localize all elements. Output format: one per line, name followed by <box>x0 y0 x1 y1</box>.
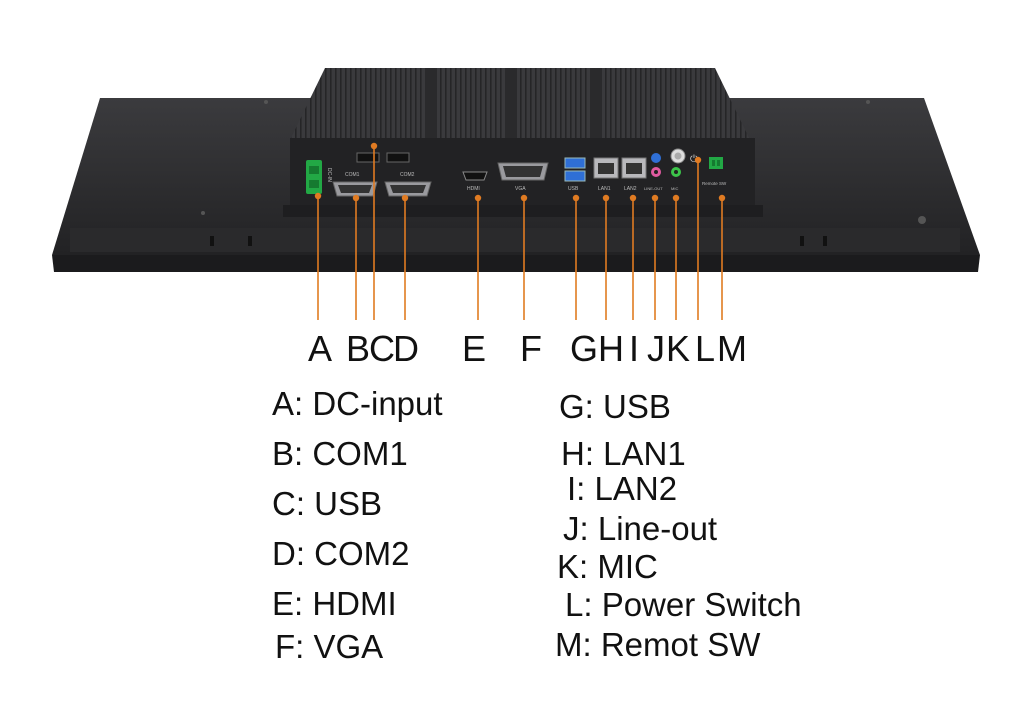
screw-icon <box>201 211 205 215</box>
legend-entry: C: USB <box>272 485 383 522</box>
callout-leader-lines <box>314 142 726 320</box>
heatsink-top <box>290 68 750 140</box>
legend-entry: A: DC-input <box>272 385 443 422</box>
dc-input-port <box>306 160 322 194</box>
leader-dot-m <box>718 194 726 202</box>
lineout-port-label: LINE-OUT <box>644 186 663 191</box>
legend-entry: M: Remot SW <box>555 626 761 663</box>
legend-entry: H: LAN1 <box>561 435 686 472</box>
legend-entry: L: Power Switch <box>565 586 802 623</box>
legend-entry: B: COM1 <box>272 435 408 472</box>
leader-dot-e <box>474 194 482 202</box>
usb-port-bottom <box>386 152 410 163</box>
screw-icon <box>866 100 870 104</box>
callout-letter-e: E <box>462 328 487 369</box>
callout-letter-d: D <box>393 328 419 369</box>
callout-letter-k: K <box>666 328 691 369</box>
callout-letter-f: F <box>520 328 542 369</box>
legend-entry: J: Line-out <box>563 510 718 547</box>
callout-letter-m: M <box>717 328 747 369</box>
panel-bottom-edge <box>70 228 960 252</box>
legend-entry: K: MIC <box>557 548 658 585</box>
leader-dot-j <box>651 194 659 202</box>
heatsink-rib <box>590 68 602 140</box>
screw-icon <box>264 100 268 104</box>
panel-vent-slots <box>210 236 827 246</box>
leader-dot-b <box>352 194 360 202</box>
leader-dot-f <box>520 194 528 202</box>
vga-port-label: VGA <box>515 186 526 192</box>
mic-port-label: MIC <box>671 186 678 191</box>
callout-letter-a: A <box>308 328 333 369</box>
callout-letter-b: B <box>346 328 371 369</box>
legend-entry: I: LAN2 <box>567 470 678 507</box>
leader-dot-c <box>370 142 378 150</box>
remote-port-label: Remote SW <box>702 181 727 186</box>
legend-entry: D: COM2 <box>272 535 410 572</box>
hdmi-port <box>462 171 488 181</box>
leader-dot-a <box>314 192 322 200</box>
legend-entry: F: VGA <box>275 628 384 665</box>
remote-switch-port <box>709 157 723 169</box>
power-led-icon <box>651 153 661 163</box>
usb3-port-top <box>564 157 586 169</box>
panel-front-bezel <box>52 255 980 272</box>
dc-port-label: DC-IN <box>326 168 332 182</box>
io-ports: DC-IN COM1 COM2 HDMI VGA USB <box>306 148 727 197</box>
callout-letter-c: C <box>369 328 395 369</box>
io-plate-bottom <box>283 205 763 217</box>
usb3-port-bottom <box>564 170 586 182</box>
callout-letter-i: I <box>629 328 640 369</box>
usb-port-top <box>356 152 380 163</box>
callout-letter-j: J <box>647 328 665 369</box>
heatsink-rib <box>425 68 437 140</box>
leader-dot-i <box>629 194 637 202</box>
legend-entry: G: USB <box>559 388 671 425</box>
com2-port-label: COM2 <box>400 172 415 178</box>
com1-port-label: COM1 <box>345 172 360 178</box>
leader-dot-g <box>572 194 580 202</box>
legend-entry: E: HDMI <box>272 585 397 622</box>
power-symbol-icon: ⏻ <box>690 154 698 165</box>
lan2-port-label: LAN2 <box>624 186 637 192</box>
usb3-port-label: USB <box>568 186 579 192</box>
screw-icon <box>918 216 926 224</box>
hdmi-port-label: HDMI <box>467 186 480 192</box>
callout-letter-h: H <box>598 328 624 369</box>
heatsink-rib <box>505 68 517 140</box>
leader-dot-l <box>694 156 702 164</box>
lan1-port-label: LAN1 <box>598 186 611 192</box>
leader-dot-d <box>401 194 409 202</box>
callout-letter-l: L <box>695 328 716 369</box>
callout-letter-g: G <box>570 328 599 369</box>
panel-pc-rear-view: DC-IN COM1 COM2 HDMI VGA USB <box>52 68 980 320</box>
leader-dot-k <box>672 194 680 202</box>
leader-dot-h <box>602 194 610 202</box>
